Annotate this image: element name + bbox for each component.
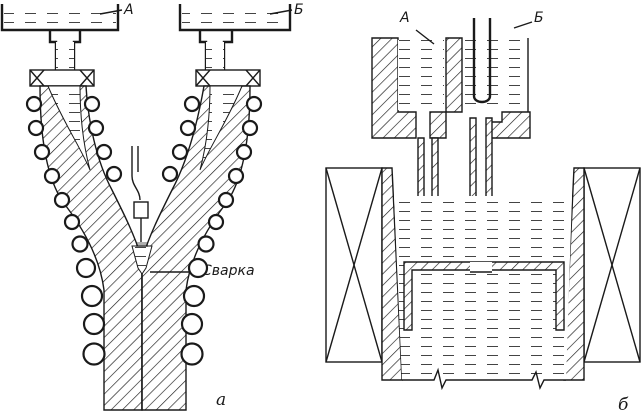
weld-label: Сварка xyxy=(202,263,255,279)
tank-b-left xyxy=(178,4,293,70)
upper-ladle xyxy=(371,18,533,139)
tank-b-label-left: Б xyxy=(294,2,304,18)
figure-a: Сварка xyxy=(0,2,304,411)
mold-liquid xyxy=(394,196,572,380)
crystallizer-right xyxy=(195,69,261,87)
tank-b-label-right: Б xyxy=(534,10,544,26)
weld-pool xyxy=(131,245,153,275)
crystallizer-left xyxy=(29,69,95,87)
rollers-left xyxy=(25,95,123,366)
figure-a-label: а xyxy=(216,390,226,410)
tank-a-label-right: А xyxy=(399,10,410,26)
figure-b: А Б б xyxy=(325,10,641,415)
right-liquid-core xyxy=(199,85,243,171)
welding-head xyxy=(133,201,149,219)
tank-a-label-left: А xyxy=(123,2,134,18)
inner-cup xyxy=(403,261,565,331)
left-liquid-core xyxy=(47,85,91,171)
tank-a-left xyxy=(0,4,123,70)
figure-b-label: б xyxy=(618,395,629,415)
rollers-right xyxy=(161,95,263,366)
